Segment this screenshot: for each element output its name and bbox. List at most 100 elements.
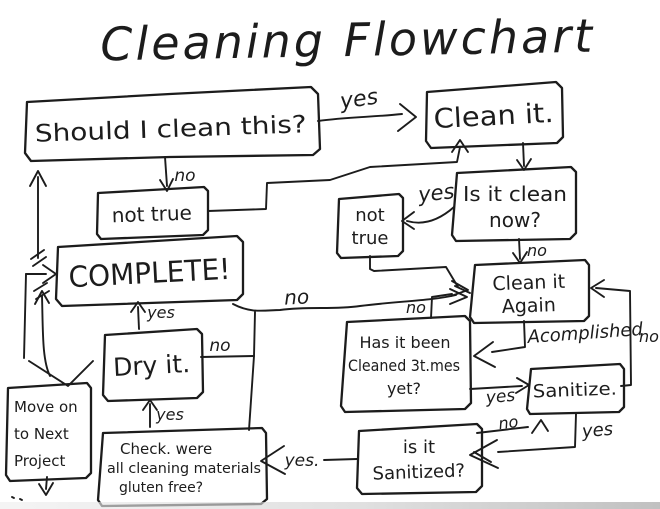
box-dry-it: [101, 327, 205, 403]
edge-long-no-to-again: [232, 294, 457, 312]
label-yes-should: yes: [338, 85, 380, 115]
node-not-true-2-line2: true: [352, 228, 389, 249]
arrowhead-into-complete: [42, 264, 57, 284]
label-no-long: no: [284, 284, 310, 309]
node-complete-label: COMPLETE!: [68, 252, 232, 294]
break-slashes-upper: [30, 249, 47, 267]
edge-labels: yes no yes no no no no yes yes yes. Acom…: [146, 85, 659, 471]
arrowhead-to-is-sanitized-inner: [473, 451, 492, 463]
edge-sanitized-yes-to-check: [323, 458, 358, 461]
edge-sanitized-no: [476, 426, 529, 434]
edge-should-to-not-true: [164, 156, 168, 187]
box-sanitize: [525, 362, 626, 416]
edge-has-been-yes: [469, 385, 523, 390]
edge-riser-line: [248, 311, 256, 431]
node-check-line1: Check. were: [120, 440, 212, 458]
box-not-true-1: [95, 185, 210, 241]
node-has-been-line2: Cleaned 3t.mes: [348, 356, 460, 375]
node-check-line2: all cleaning materials: [107, 461, 261, 477]
edge-accomplished: [491, 320, 526, 353]
arrowhead-to-is-it-clean: [516, 158, 532, 171]
label-no-isclean: no: [527, 241, 547, 260]
box-not-true-2: [335, 192, 405, 260]
arrowhead-up-small: [34, 290, 50, 305]
arrowhead-stub-down: [38, 482, 54, 496]
edge-right-no-loop: [595, 287, 632, 387]
label-no-hasbeen: no: [406, 298, 426, 317]
label-yes-isclean: yes: [416, 179, 456, 207]
arrowhead-to-not-true: [159, 178, 174, 192]
arrowhead-to-clean-it: [397, 103, 417, 132]
node-move-on-line3: Project: [14, 452, 65, 470]
arrowhead-to-should: [29, 170, 47, 187]
arrowhead-to-again-top: [512, 251, 528, 264]
node-check-line3: gluten free?: [119, 480, 203, 496]
arrowhead-to-sanitize: [515, 377, 530, 394]
node-move-on-line2: to Next: [14, 425, 69, 443]
label-no-should: no: [174, 166, 195, 186]
edge-dry-no-line: [200, 355, 255, 358]
box-check-materials: [96, 426, 269, 508]
node-move-on-line1: Move on: [14, 398, 78, 416]
break-slashes-lower: [33, 282, 50, 300]
edge-sanitize-yes: [497, 413, 577, 453]
arrowhead-to-is-sanitized: [469, 439, 499, 469]
box-clean-it-again: [468, 258, 591, 325]
label-no-right-loop: no: [639, 327, 659, 346]
scan-shadow: [0, 502, 660, 509]
node-should-i-clean-label: Should I clean this?: [34, 110, 307, 147]
node-is-it-clean-line2: now?: [489, 208, 541, 232]
arrowhead-to-again-right: [590, 279, 605, 298]
node-dry-it-label: Dry it.: [112, 349, 190, 382]
node-is-sanitized-line1: is it: [403, 437, 435, 458]
connector-edges: [11, 103, 632, 501]
node-clean-it-label: Clean it.: [433, 98, 554, 135]
label-yes-dry: yes: [146, 303, 175, 322]
edge-is-it-clean-to-again: [518, 238, 521, 260]
arrowhead-cluster-1: [450, 280, 469, 297]
edge-is-it-clean-to-not-true-2: [406, 206, 455, 224]
edge-dry-to-complete: [137, 306, 140, 330]
node-is-sanitized-line2: Sanitized?: [372, 460, 465, 484]
arrowhead-up-to-sanitize: [531, 419, 549, 434]
edge-move-on-stub: [45, 476, 48, 490]
arrowhead-to-move-on: [28, 360, 94, 387]
node-has-been-line3: yet?: [387, 379, 421, 398]
edge-has-been-no-to-again: [430, 293, 453, 319]
edge-move-on-up: [41, 295, 51, 377]
label-yes-hasbeen: yes: [484, 386, 516, 409]
node-clean-again-line2: Again: [501, 294, 556, 318]
box-clean-it: [424, 80, 565, 150]
edge-should-to-clean-it: [317, 113, 403, 122]
label-yes-sanitized-check: yes.: [284, 451, 320, 471]
box-is-it-clean-now: [450, 165, 578, 243]
node-not-true-2-line1: not: [355, 205, 384, 226]
node-labels: Should I clean this? Clean it. not true …: [14, 98, 617, 496]
arrowhead-to-has-been: [473, 341, 496, 368]
edge-not-true-2-to-again: [369, 255, 459, 288]
stray-dots: [11, 496, 23, 501]
node-sanitize-label: Sanitize.: [532, 379, 617, 403]
box-should-i-clean: [23, 85, 322, 163]
arrowhead-to-dry: [142, 399, 158, 411]
node-is-it-clean-line1: Is it clean: [463, 182, 567, 206]
arrowhead-to-not-true-2: [401, 211, 415, 230]
arrowhead-to-check: [260, 445, 286, 475]
node-boxes: [4, 80, 626, 508]
arrowhead-cluster-2: [449, 288, 468, 305]
edge-not-true-to-clean-it: [207, 146, 461, 212]
label-yes-sanitize: yes: [580, 419, 614, 443]
box-has-it-been-cleaned: [339, 314, 473, 414]
arrowhead-to-complete: [130, 301, 146, 313]
label-no-dry: no: [209, 336, 230, 356]
box-move-on: [4, 381, 93, 483]
box-is-it-sanitized: [355, 422, 484, 496]
arrowhead-up-into-clean-it: [451, 139, 469, 153]
node-clean-again-line1: Clean it: [492, 271, 565, 296]
arrowhead-cluster-3: [454, 285, 471, 294]
page-title: Cleaning Flowchart: [100, 9, 596, 72]
edge-down-to-move-on: [23, 273, 27, 359]
label-accomplished: Acomplished: [526, 319, 644, 348]
